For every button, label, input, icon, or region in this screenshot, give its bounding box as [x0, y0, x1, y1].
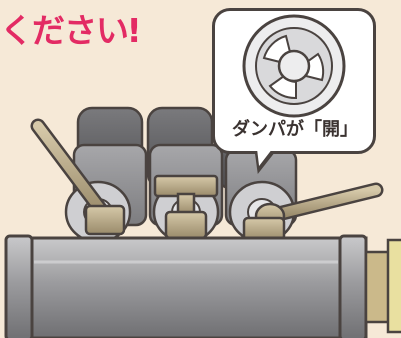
main-pipe	[4, 234, 368, 338]
damper-handle-left	[30, 118, 126, 236]
damper-open-label: ダンパが「開」	[232, 119, 358, 140]
instruction-heading: くださいǃ	[0, 11, 140, 50]
damper-handle-right	[242, 182, 384, 242]
damper-handle-middle	[153, 174, 219, 240]
duct-end	[364, 238, 401, 334]
